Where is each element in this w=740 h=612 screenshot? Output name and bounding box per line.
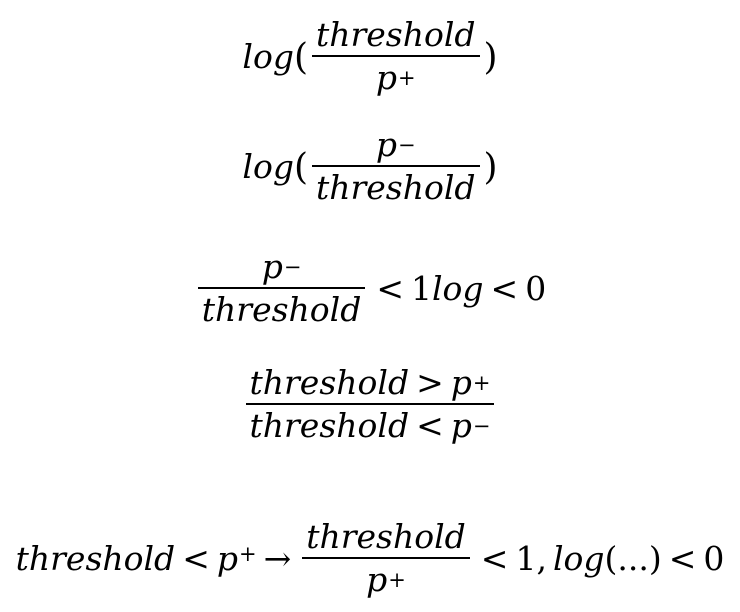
fraction: threshold > p+ threshold < p− — [245, 366, 495, 442]
equation-1: log ( threshold p+ ) — [0, 18, 740, 94]
less-than-operator: < — [376, 268, 404, 308]
plus-superscript: + — [398, 66, 416, 90]
fraction: p− threshold — [197, 250, 366, 326]
equation-4: threshold > p+ threshold < p− — [0, 366, 740, 442]
equation-1-row: log ( threshold p+ ) — [242, 18, 497, 94]
p-variable: p — [216, 538, 238, 578]
one-constant: 1 — [411, 268, 432, 308]
greater-than-operator: > — [416, 363, 444, 402]
less-than-operator: < — [490, 268, 519, 308]
p-variable: p — [261, 247, 283, 286]
fraction-denominator: p+ — [362, 559, 410, 596]
close-paren: ) — [483, 147, 498, 188]
fraction-numerator: threshold — [312, 18, 480, 55]
fraction: threshold p+ — [302, 520, 470, 596]
open-paren: ( — [293, 37, 308, 78]
log-function: log — [242, 146, 294, 186]
open-paren: ( — [293, 147, 308, 188]
log-function: log — [242, 36, 294, 76]
fraction-denominator: threshold — [198, 289, 366, 326]
fraction-bar — [197, 287, 366, 289]
fraction-numerator: p− — [372, 128, 420, 165]
log-function: log — [432, 268, 484, 308]
equation-2: log ( p− threshold ) — [0, 128, 740, 204]
minus-superscript: − — [398, 133, 416, 157]
plus-superscript: + — [388, 568, 406, 592]
fraction-denominator: threshold < p− — [246, 405, 495, 442]
threshold-variable: threshold — [249, 406, 410, 445]
p-variable: p — [375, 125, 398, 164]
threshold-variable: threshold — [249, 363, 410, 402]
ellipsis-argument: (...) — [604, 538, 662, 578]
zero-constant: 0 — [525, 268, 547, 308]
p-variable: p — [450, 406, 472, 445]
fraction-bar — [311, 55, 480, 57]
less-than-operator: < — [182, 538, 210, 578]
equation-4-row: threshold > p+ threshold < p− — [242, 366, 499, 442]
fraction-denominator: p+ — [372, 57, 420, 94]
p-variable: p — [375, 58, 398, 97]
minus-superscript: − — [283, 255, 302, 279]
close-paren: ) — [483, 37, 498, 78]
threshold-variable: threshold — [315, 168, 476, 207]
less-than-operator: < — [480, 538, 509, 578]
threshold-variable: threshold — [306, 517, 466, 556]
implies-arrow: → — [263, 538, 292, 578]
equation-5-row: threshold < p+ → threshold p+ < 1, log (… — [16, 520, 725, 596]
fraction-denominator: threshold — [312, 167, 480, 204]
equation-3: p− threshold < 1 log < 0 — [0, 250, 740, 326]
p-variable: p — [450, 363, 472, 402]
plus-superscript: + — [238, 542, 257, 566]
fraction: p− threshold — [311, 128, 480, 204]
zero-constant: 0 — [703, 538, 725, 578]
fraction-numerator: p− — [258, 250, 306, 287]
fraction-bar — [245, 403, 495, 405]
log-function: log — [552, 538, 605, 578]
plus-superscript: + — [472, 371, 491, 395]
fraction-bar — [311, 165, 480, 167]
one-constant: 1, — [515, 538, 547, 578]
less-than-operator: < — [416, 406, 444, 445]
p-variable: p — [366, 560, 388, 599]
threshold-variable: threshold — [315, 15, 476, 54]
equation-3-row: p− threshold < 1 log < 0 — [194, 250, 546, 326]
threshold-variable: threshold — [201, 290, 362, 329]
threshold-variable: threshold — [15, 538, 176, 578]
equation-2-row: log ( p− threshold ) — [242, 128, 497, 204]
minus-superscript: − — [472, 414, 491, 438]
fraction-bar — [302, 557, 470, 559]
less-than-operator: < — [668, 538, 697, 578]
fraction-numerator: threshold > p+ — [246, 366, 495, 403]
fraction: threshold p+ — [311, 18, 480, 94]
equation-5: threshold < p+ → threshold p+ < 1, log (… — [0, 520, 740, 596]
fraction-numerator: threshold — [302, 520, 470, 557]
